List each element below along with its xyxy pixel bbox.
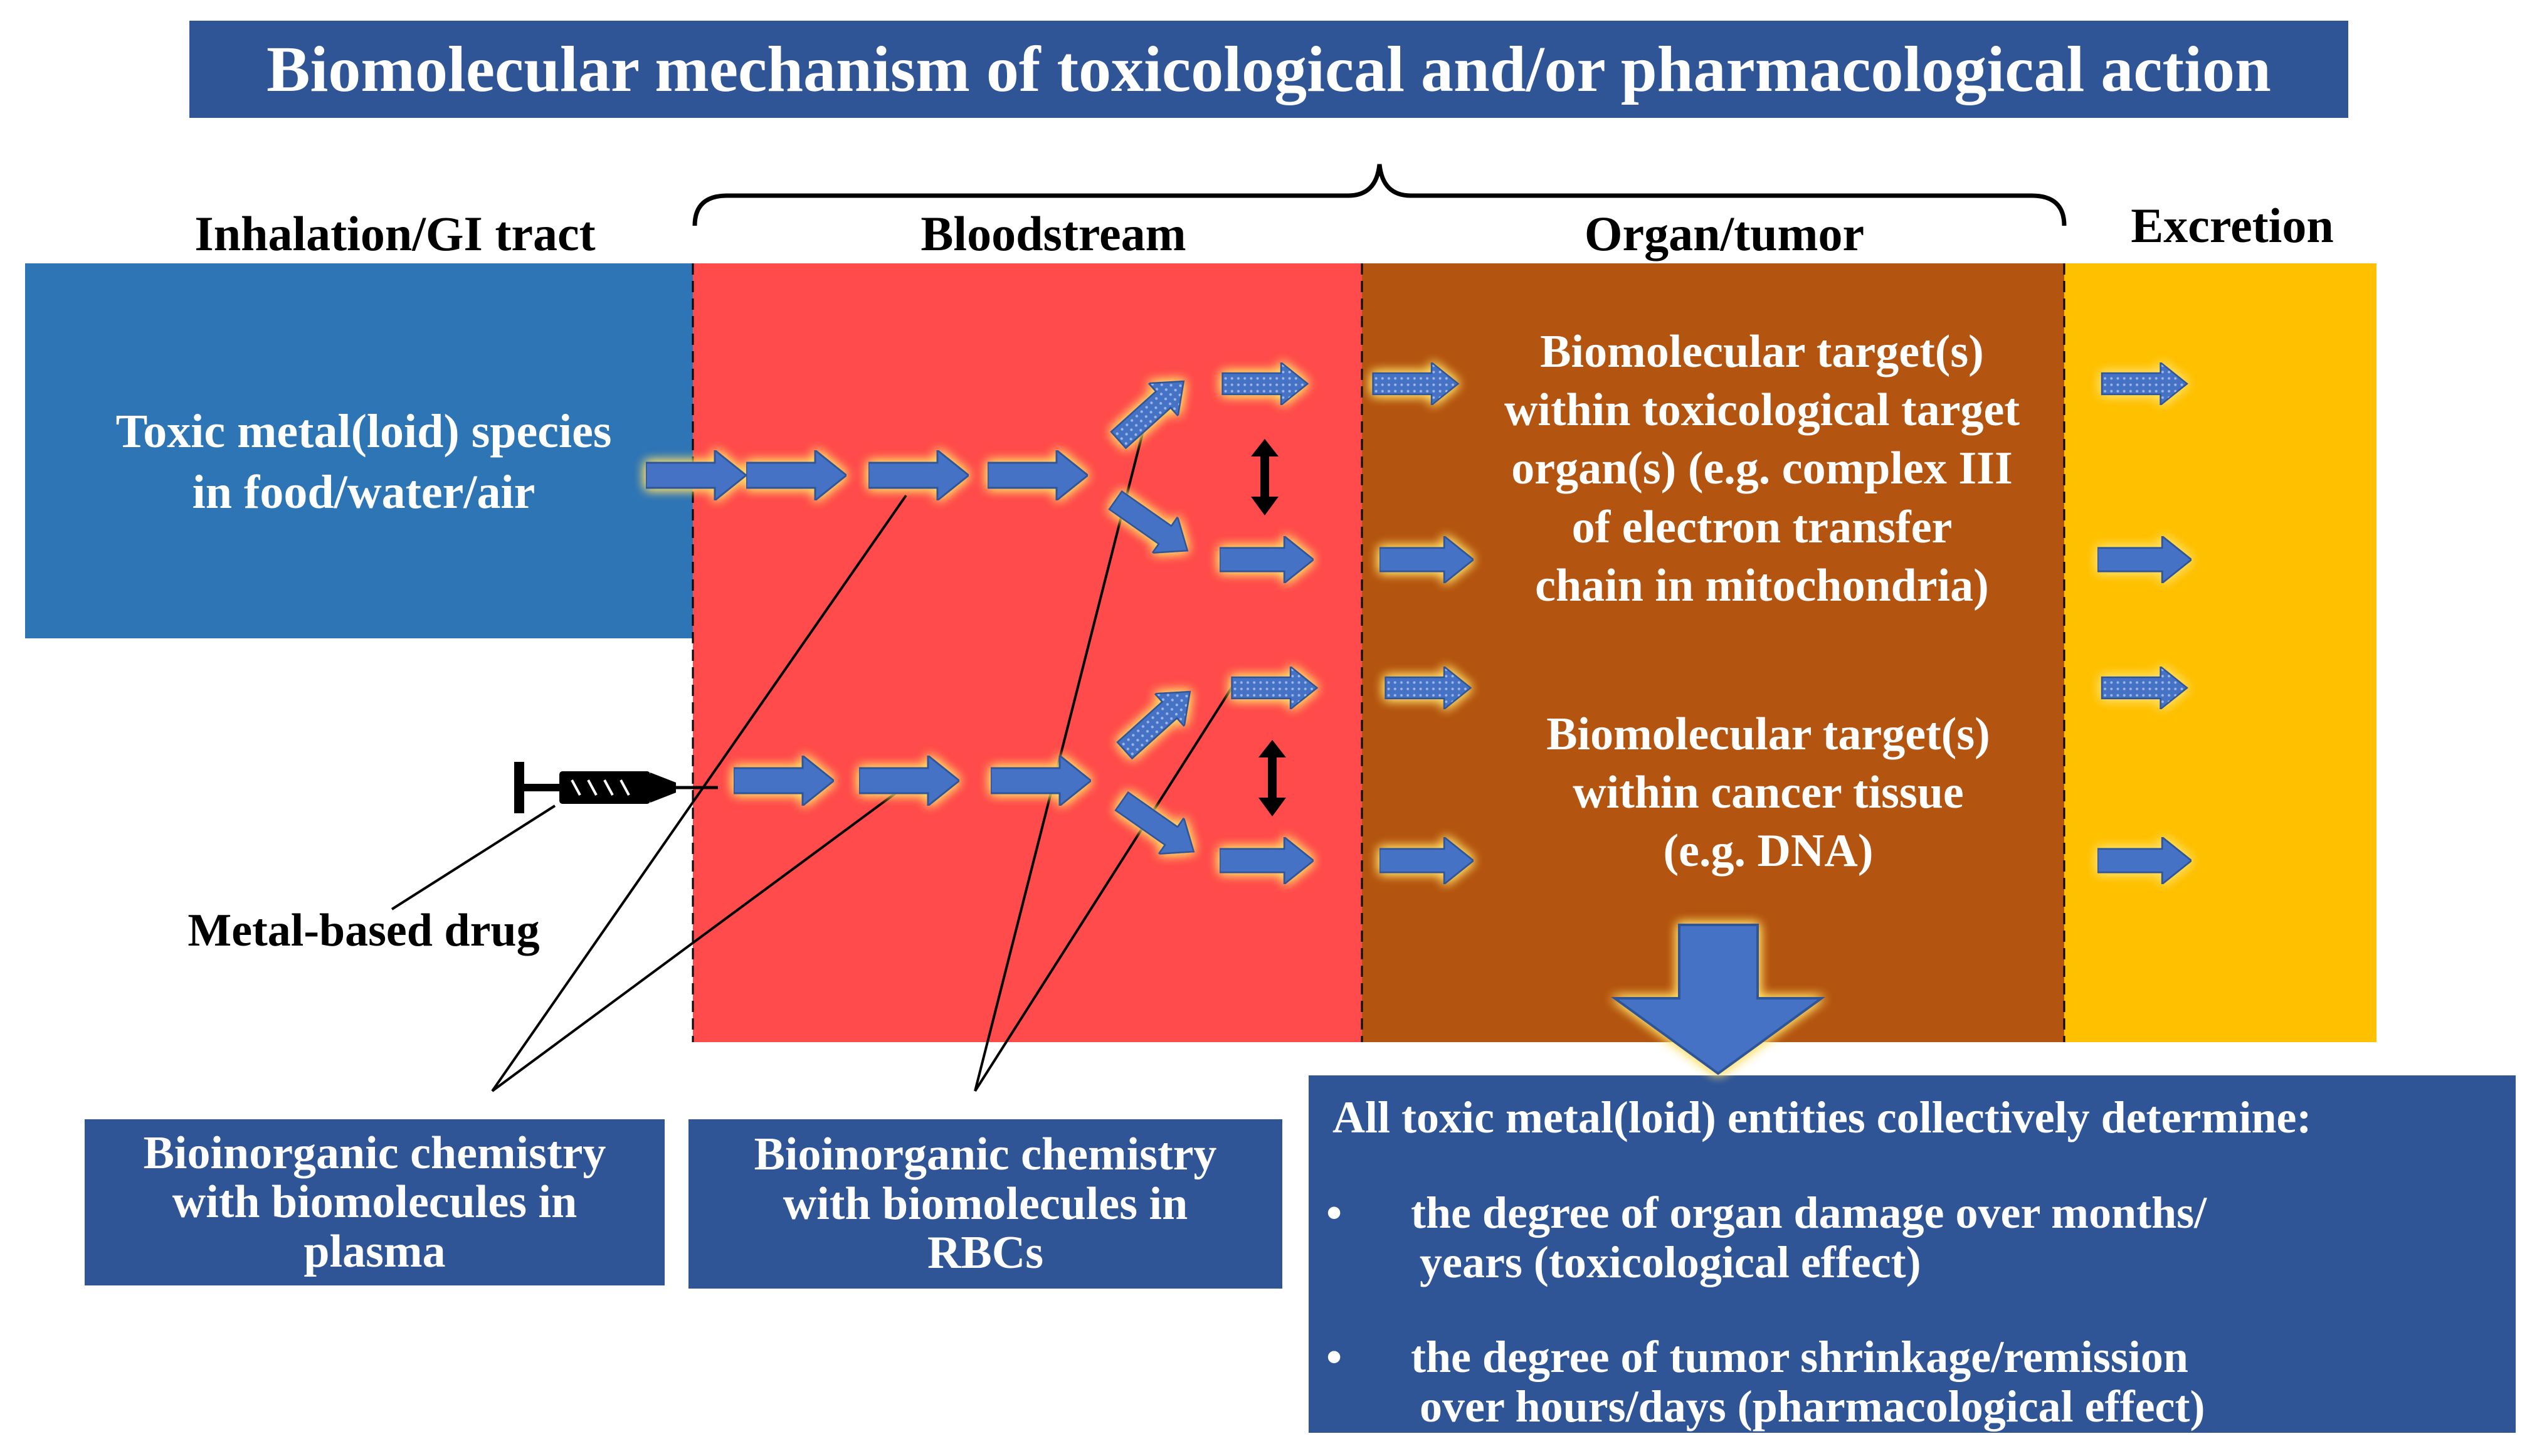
toxic-species-text: Toxic metal(loid) species in food/water/… [115, 405, 612, 519]
header-bloodstream: Bloodstream [920, 206, 1186, 261]
right-arrow-icon [1102, 481, 1201, 570]
plasma-chemistry-box: Bioinorganic chemistry with biomolecules… [85, 1119, 665, 1285]
right-arrow-icon [2101, 667, 2188, 709]
right-arrow-icon [1102, 364, 1200, 458]
right-arrow-icon [1385, 667, 1472, 709]
summary-heading: All toxic metal(loid) entities collectiv… [1332, 1092, 2312, 1142]
right-arrow-icon [1221, 362, 1309, 405]
right-arrow-icon [734, 756, 834, 806]
down-arrow-icon [1610, 924, 1826, 1075]
right-arrow-icon [2101, 362, 2188, 405]
dotted-flow-arrows [1221, 362, 2188, 709]
header-inhalation: Inhalation/GI tract [194, 206, 596, 261]
right-arrow-icon [991, 756, 1091, 806]
bullet-icon: • [1326, 1332, 1342, 1382]
right-arrow-icon [2097, 837, 2192, 884]
organ-zone [1362, 263, 2064, 1042]
syringe-icon [514, 762, 718, 813]
flow-arrows [646, 450, 2192, 884]
target-toxicological-text: Biomolecular target(s) within toxicologi… [1504, 326, 2020, 611]
header-excretion: Excretion [2131, 198, 2334, 253]
metal-based-drug-label: Metal-based drug [187, 905, 540, 956]
right-arrow-icon [746, 450, 847, 500]
curly-brace-icon [692, 164, 2067, 226]
right-arrow-icon [1379, 837, 1474, 884]
header-organ: Organ/tumor [1584, 206, 1865, 261]
right-arrow-icon [1372, 362, 1459, 405]
double-arrow-icon [1251, 439, 1279, 515]
rbc-chemistry-box: Bioinorganic chemistry with biomolecules… [688, 1119, 1282, 1289]
right-arrow-icon [2097, 536, 2192, 583]
right-arrow-icon [646, 450, 746, 500]
inhalation-zone [25, 263, 693, 638]
double-arrow-icon [1258, 740, 1286, 816]
right-arrow-icon [859, 756, 959, 806]
page-title: Biomolecular mechanism of toxicological … [189, 21, 2348, 118]
right-arrow-icon [1231, 667, 1318, 709]
right-arrow-icon [1379, 536, 1474, 583]
right-arrow-icon [1220, 536, 1314, 583]
bullet-icon: • [1326, 1188, 1342, 1238]
right-arrow-icon [868, 450, 969, 500]
right-arrow-icon [988, 450, 1088, 500]
target-cancer-text: Biomolecular target(s) within cancer tis… [1546, 709, 1990, 877]
summary-box: All toxic metal(loid) entities collectiv… [1309, 1075, 2516, 1433]
right-arrow-icon [1220, 837, 1314, 884]
